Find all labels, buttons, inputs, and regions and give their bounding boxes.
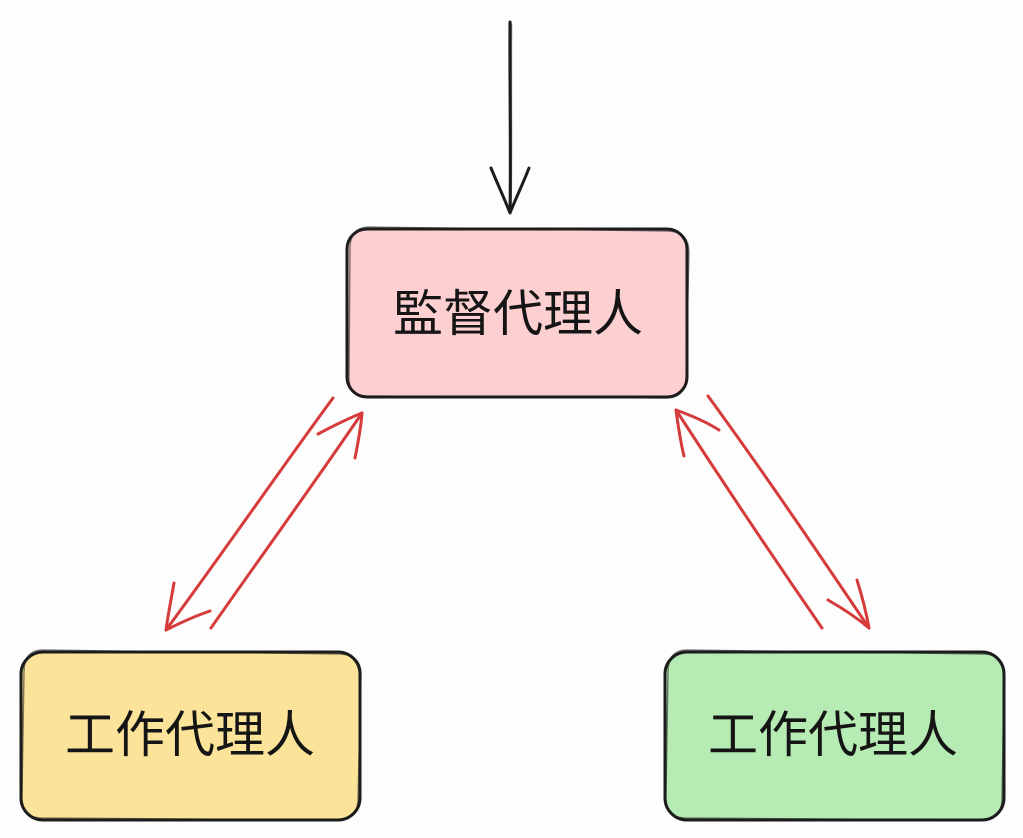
supervisor-box-sketch xyxy=(348,226,690,399)
supervisor-node: 監督代理人 xyxy=(345,226,690,399)
arrow-right-worker-to-supervisor-head xyxy=(674,408,721,458)
worker-left-label: 工作代理人 xyxy=(65,706,315,764)
input-arrow-shaft-sketch xyxy=(510,23,513,211)
left-link-arrows xyxy=(164,396,364,632)
worker-left-node: 工作代理人 xyxy=(19,649,362,822)
arrow-supervisor-to-left-worker xyxy=(164,396,335,632)
arrow-left-worker-to-supervisor-head xyxy=(316,411,364,460)
right-link-arrows xyxy=(674,394,871,630)
arrow-supervisor-to-left-worker-head xyxy=(164,581,212,632)
worker-right-label: 工作代理人 xyxy=(708,706,958,764)
arrow-left-worker-to-supervisor xyxy=(209,411,364,630)
arrow-supervisor-to-right-worker-head xyxy=(826,578,871,630)
worker-left-box-sketch xyxy=(21,649,362,821)
worker-right-box-sketch xyxy=(665,649,1005,821)
worker-right-node: 工作代理人 xyxy=(663,649,1006,822)
arrow-right-worker-to-supervisor xyxy=(674,408,824,630)
supervisor-label: 監督代理人 xyxy=(393,285,643,343)
input-arrow-head xyxy=(489,166,531,215)
arrow-supervisor-to-right-worker xyxy=(706,394,871,630)
input-arrow xyxy=(489,20,531,215)
